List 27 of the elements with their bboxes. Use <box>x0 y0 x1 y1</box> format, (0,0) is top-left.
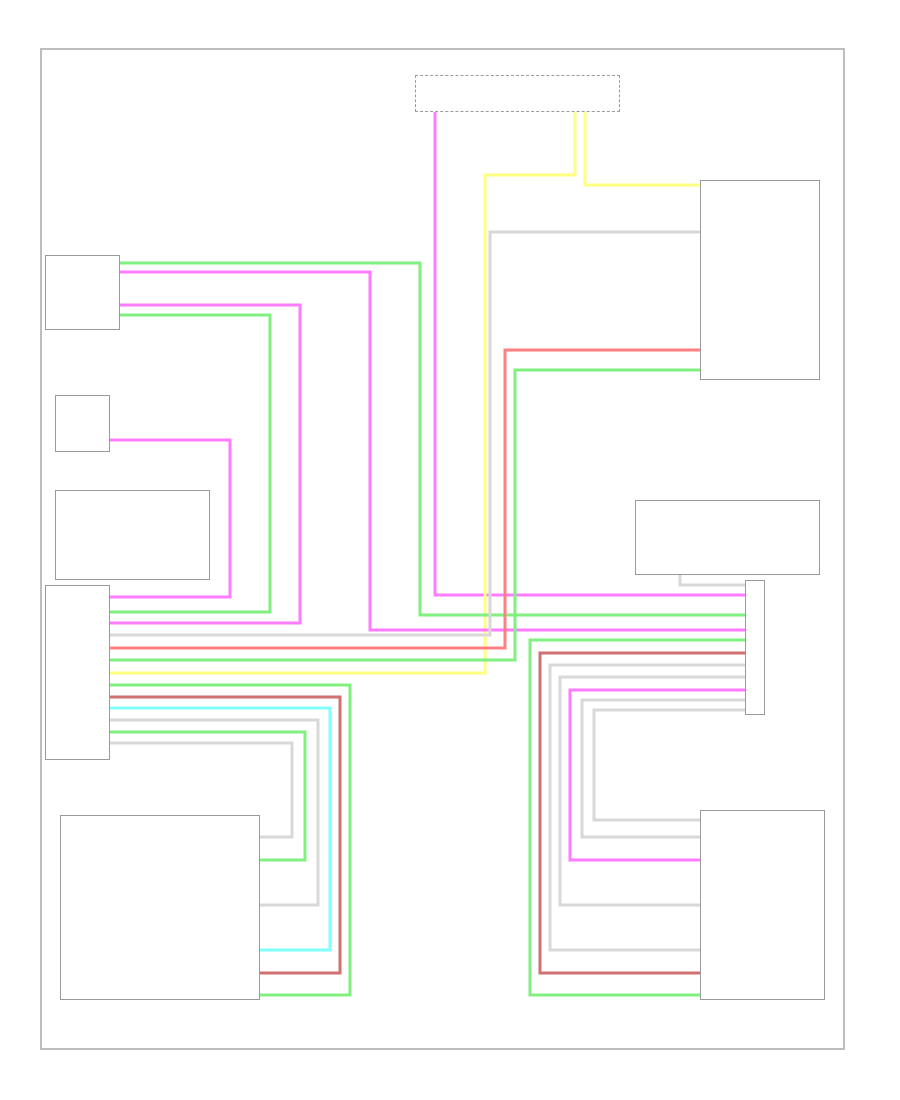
wire <box>678 575 745 587</box>
wire <box>433 112 745 597</box>
wire <box>110 313 272 614</box>
wire <box>110 112 577 675</box>
component-box <box>415 75 620 112</box>
component-box <box>45 585 110 760</box>
wire <box>558 675 745 907</box>
wire <box>110 438 232 599</box>
component-box <box>55 395 110 452</box>
wire <box>592 708 745 822</box>
component-box <box>45 255 120 330</box>
component-box <box>60 815 260 1000</box>
wire <box>583 112 700 187</box>
wire <box>110 730 307 862</box>
wire <box>110 741 294 839</box>
wire <box>568 688 745 862</box>
wire <box>110 230 700 637</box>
component-box <box>635 500 820 575</box>
component-box <box>700 180 820 380</box>
wire <box>580 698 745 839</box>
wire <box>110 718 320 907</box>
component-box <box>745 580 765 715</box>
wire <box>110 706 332 952</box>
wire <box>548 663 745 952</box>
component-box <box>700 810 825 1000</box>
component-box <box>55 490 210 580</box>
wire <box>110 303 302 625</box>
